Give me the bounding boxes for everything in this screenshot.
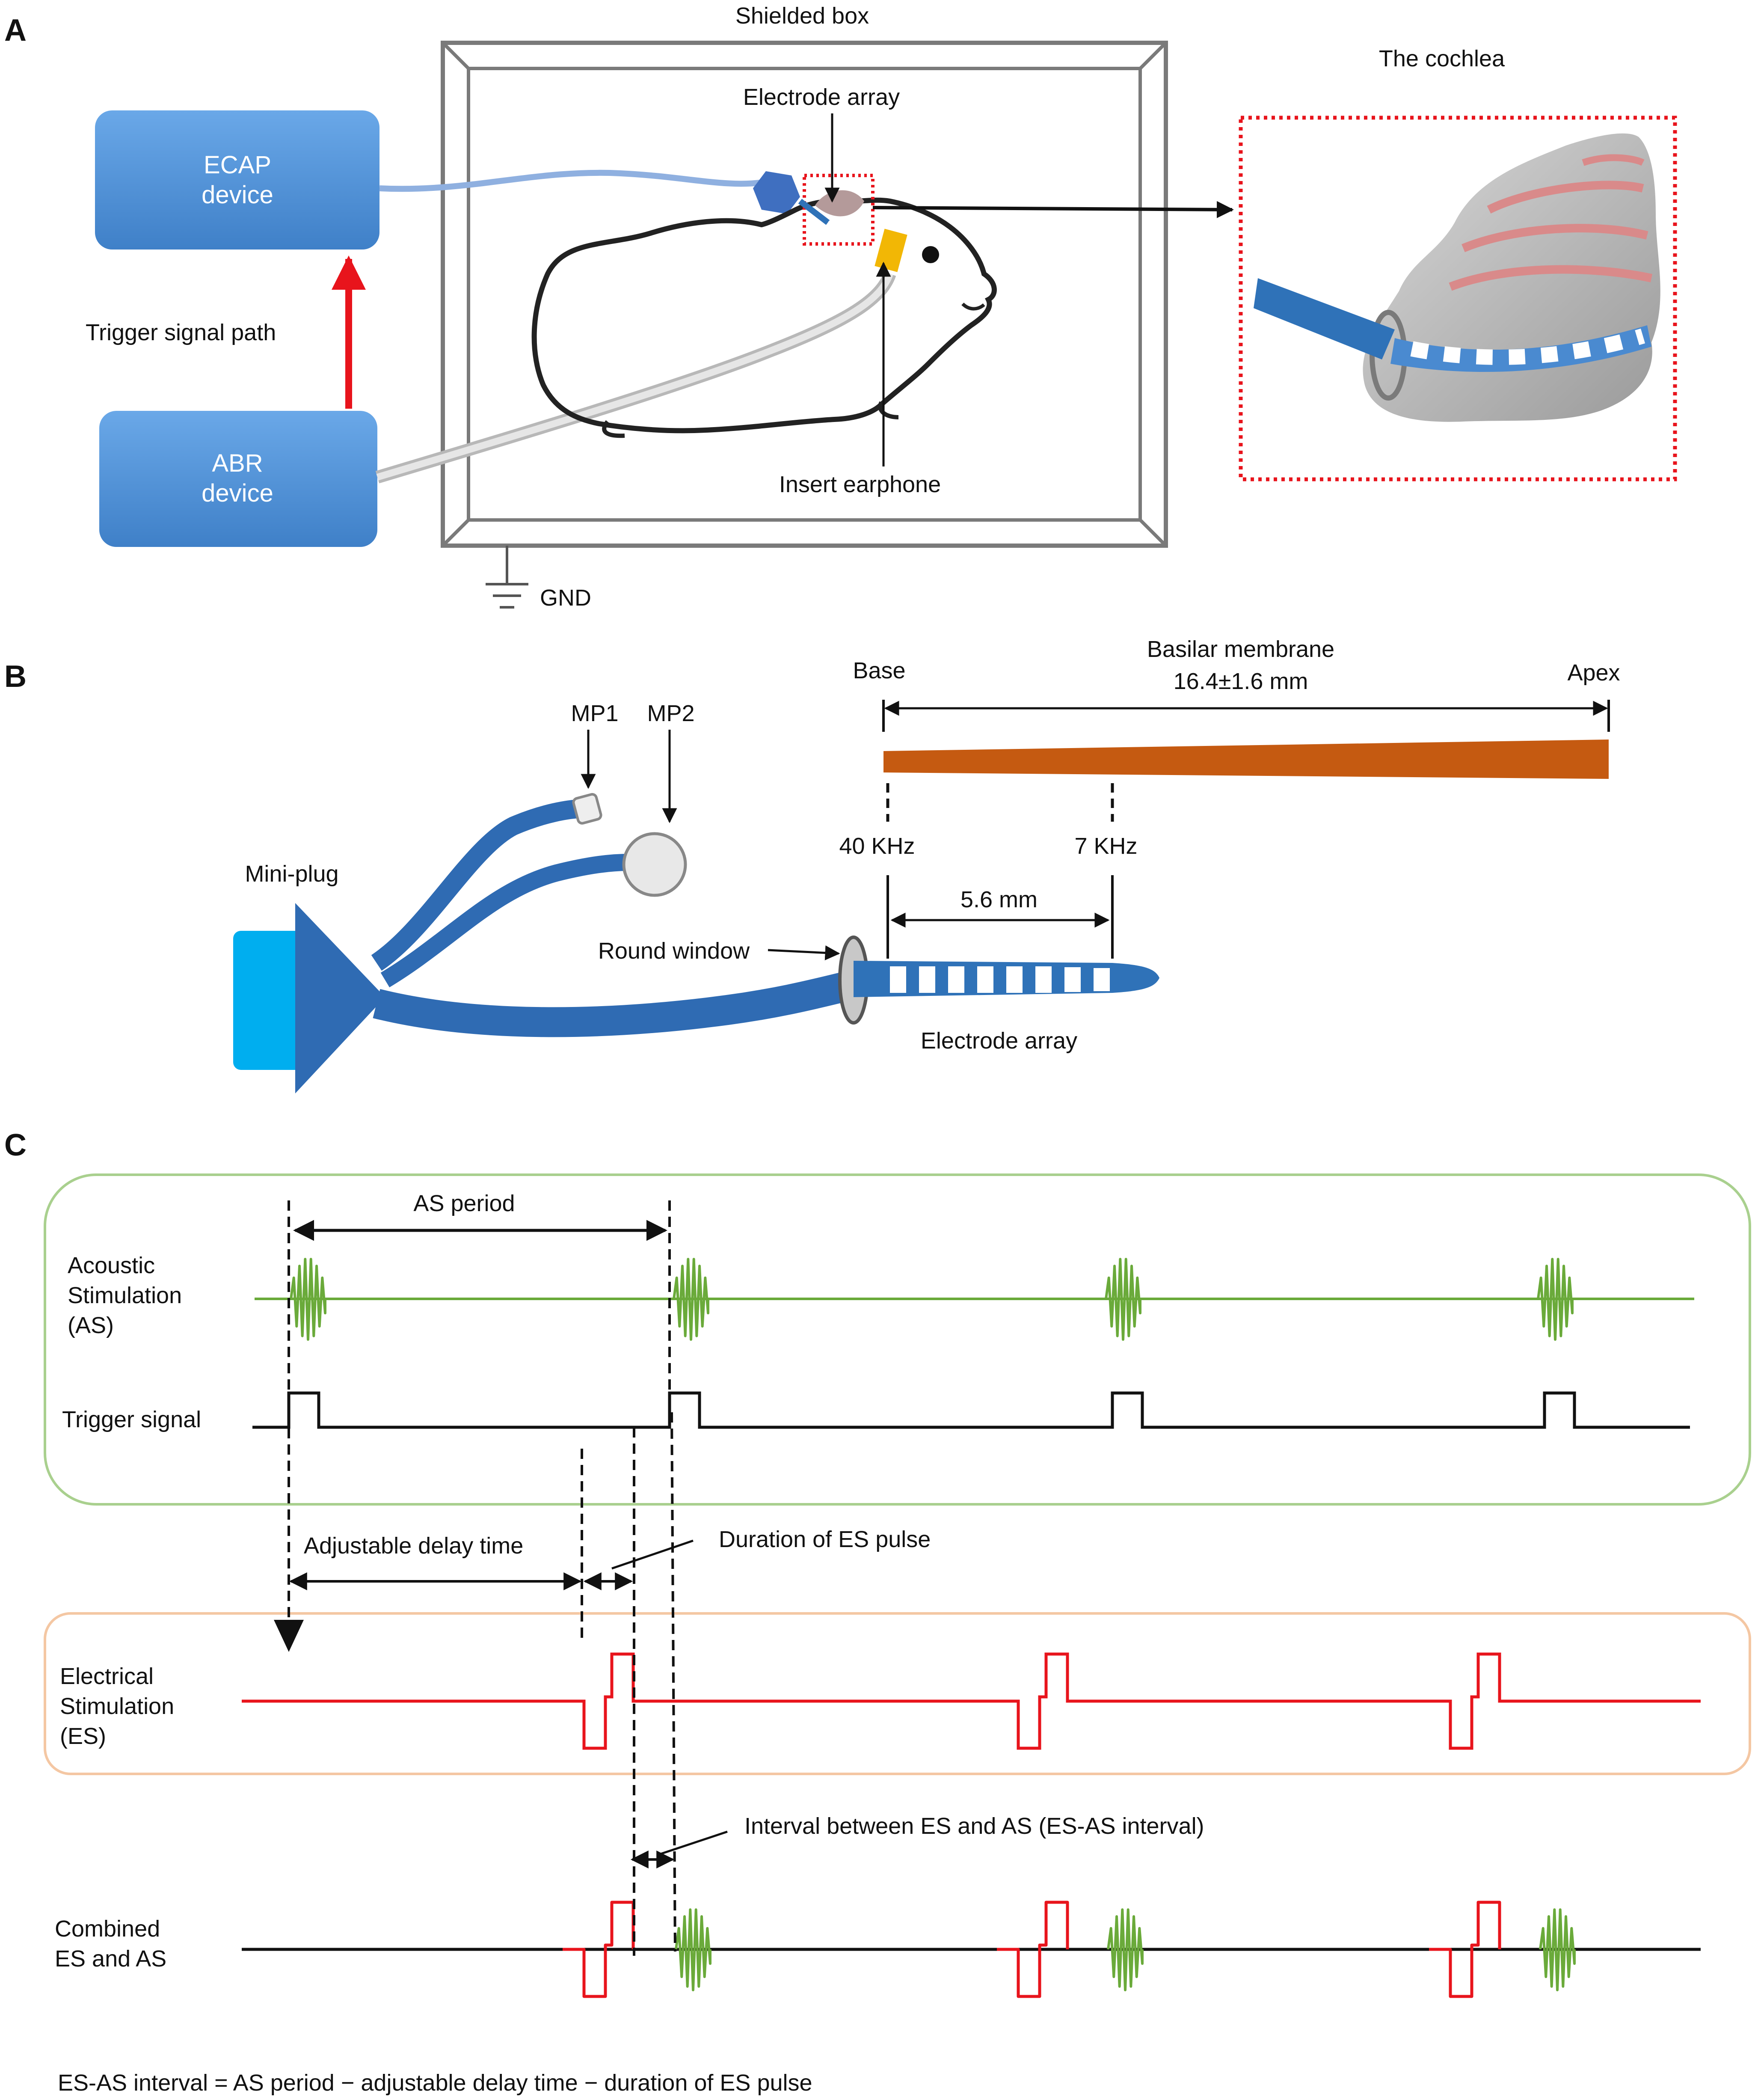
ecap-cable [379,169,767,192]
combined-es-pulse [563,1901,635,1998]
panel-a-letter: A [4,13,27,48]
electrode-contacts [890,966,1110,993]
electrode-array-b-label: Electrode array [921,1028,1077,1054]
as-label-2: Stimulation [68,1283,182,1308]
ecap-label-2: device [202,181,273,209]
as-burst [290,1258,326,1341]
trigger-signal-trace [252,1391,1690,1429]
combined-as-burst [1539,1908,1576,1991]
insert-earphone [875,229,907,272]
mp2-cable [380,854,629,988]
shielded-box [441,41,1168,548]
mp2-electrode [622,832,687,897]
mp1-cable [371,799,582,971]
interval-label: Interval between ES and AS (ES-AS interv… [744,1813,1204,1839]
as-label-1: Acoustic [68,1253,155,1278]
insert-earphone-label: Insert earphone [779,472,941,497]
distance-label: 5.6 mm [961,887,1038,912]
base-label: Base [853,658,905,683]
as-period-label: AS period [413,1191,515,1216]
as-label-3: (AS) [68,1313,114,1338]
as-burst [1105,1258,1141,1341]
ground-symbol [486,546,528,609]
acoustic-stimulation-trace [255,1258,1694,1341]
combined-as-burst [1107,1908,1144,1991]
mp1-electrode [572,793,602,825]
delay-start-arrowhead [274,1620,304,1652]
combined-label-2: ES and AS [55,1946,166,1972]
combined-es-pulses [563,1901,1501,1998]
as-burst [1537,1258,1574,1341]
mp1-label: MP1 [571,701,618,726]
main-cable [373,969,859,1037]
combined-as-burst [675,1908,711,1991]
cochlea-title: The cochlea [1379,46,1505,71]
gnd-label: GND [540,585,591,611]
green-group-box [44,1173,1751,1506]
shielded-box-label: Shielded box [735,3,869,29]
orange-group-box [44,1612,1751,1775]
abr-device: ABR device [99,411,377,547]
combined-label-1: Combined [55,1916,160,1942]
abr-label-1: ABR [212,449,263,477]
trigger-signal-path-label: Trigger signal path [86,320,276,345]
combined-es-pulse [1429,1901,1501,1998]
guinea-pig-eye [922,246,939,263]
electrode-array-label: Electrode array [743,84,900,110]
combined-es-pulse [997,1901,1069,1998]
apex-label: Apex [1567,660,1620,686]
cochlea-pointer-arrow [872,201,1234,218]
mini-plug-label: Mini-plug [245,861,338,887]
panel-b-letter: B [4,659,27,694]
es-duration-label: Duration of ES pulse [719,1527,931,1552]
trigger-signal-label: Trigger signal [62,1407,201,1432]
abr-label-2: device [202,479,273,507]
basilar-membrane [883,740,1609,779]
ecap-device: ECAP device [95,110,379,250]
adjustable-delay-label: Adjustable delay time [304,1533,523,1559]
round-window-label: Round window [598,938,750,964]
membrane-length-label: 16.4±1.6 mm [1174,668,1308,694]
es-label-1: Electrical [60,1663,154,1689]
formula-text: ES-AS interval = AS period − adjustable … [58,2070,812,2096]
panel-b: B Base Basilar membrane 16.4±1.6 mm Apex… [4,636,1620,1093]
electrical-stimulation-trace [242,1652,1701,1750]
mini-plug [233,903,385,1093]
panel-c-letter: C [4,1128,27,1162]
panel-c: C AS period Acoustic Stimulation (AS) Tr… [4,1128,1751,2096]
connector [753,171,800,214]
basilar-membrane-label: Basilar membrane [1147,636,1334,662]
panel-a: A ECAP device ABR device Trigger signal … [4,3,1677,611]
guinea-pig [531,197,997,434]
freq-7-label: 7 KHz [1074,833,1137,859]
cochlea-inset-box [1239,116,1677,481]
es-label-2: Stimulation [60,1693,174,1719]
mp2-label: MP2 [647,701,694,726]
abr-cable [375,271,896,484]
dash-line-as-onset [670,1412,676,1952]
electrode-inset-box [803,174,875,246]
cochlea-illustration [1254,133,1660,422]
as-burst [673,1258,709,1341]
freq-40-label: 40 KHz [839,833,915,859]
ecap-label-1: ECAP [204,151,271,179]
es-label-3: (ES) [60,1723,106,1749]
combined-as-bursts [675,1908,1576,1991]
